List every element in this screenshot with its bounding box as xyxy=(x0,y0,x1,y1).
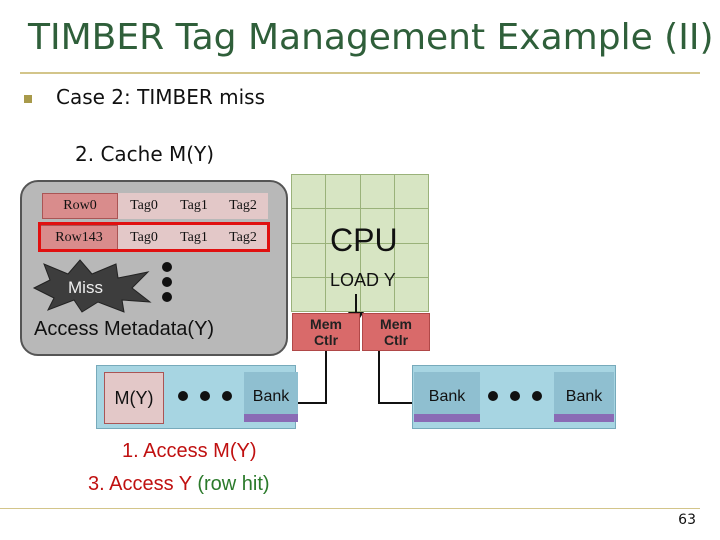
ellipsis-dot xyxy=(532,391,542,401)
selected-row-highlight xyxy=(38,222,270,252)
cache-row-label: Row0 xyxy=(42,193,118,219)
footer-rule xyxy=(0,508,700,509)
cache-tag: Tag0 xyxy=(118,193,170,219)
cache-tag: Tag1 xyxy=(170,225,218,251)
cache-tag: Tag2 xyxy=(218,225,268,251)
title-divider xyxy=(20,72,700,74)
sequence-step-3: 3. Access Y (row hit) xyxy=(88,473,270,496)
cache-tag: Tag2 xyxy=(218,193,268,219)
page-number: 63 xyxy=(678,512,696,528)
mem-ctlr-line: Ctlr xyxy=(313,332,339,348)
bullet-square-icon xyxy=(24,95,32,103)
step3-text: 3. Access Y xyxy=(88,473,198,495)
sequence-step-1: 1. Access M(Y) xyxy=(122,440,257,462)
bank-block: Bank xyxy=(414,372,480,422)
mem-ctlr-line: Mem xyxy=(310,316,342,332)
bank-label: Bank xyxy=(565,388,603,405)
bank-label: Bank xyxy=(252,388,290,405)
bank-block: Bank xyxy=(554,372,614,422)
row-hit-note: (row hit) xyxy=(197,473,270,495)
bus-wire xyxy=(378,351,380,403)
bus-wire xyxy=(294,402,327,404)
load-instruction: LOAD Y xyxy=(330,270,396,290)
cache-tag: Tag0 xyxy=(118,225,170,251)
step-heading: 2. Cache M(Y) xyxy=(75,142,215,166)
ellipsis-dot xyxy=(162,277,172,287)
mem-ctlr-line: Mem xyxy=(380,316,412,332)
ellipsis-dot xyxy=(200,391,210,401)
mem-ctlr-line: Ctlr xyxy=(383,332,409,348)
cpu-label: CPU xyxy=(330,222,398,258)
metadata-block: M(Y) xyxy=(104,372,164,424)
bus-wire xyxy=(378,402,414,404)
ellipsis-dot xyxy=(162,262,172,272)
ellipsis-dot xyxy=(510,391,520,401)
slide-title: TIMBER Tag Management Example (II) xyxy=(28,17,714,58)
ellipsis-dot xyxy=(222,391,232,401)
cache-tag: Tag1 xyxy=(170,193,218,219)
miss-label: Miss xyxy=(68,278,103,297)
miss-burst-icon xyxy=(32,259,152,313)
bank-block: Bank xyxy=(244,372,298,422)
cpu-block xyxy=(291,174,429,312)
ellipsis-dot xyxy=(488,391,498,401)
mem-ctlr-left: Mem Ctlr xyxy=(292,313,360,351)
load-arrow-shaft xyxy=(355,294,357,316)
ellipsis-dot xyxy=(178,391,188,401)
mem-ctlr-right: Mem Ctlr xyxy=(362,313,430,351)
access-metadata-label: Access Metadata(Y) xyxy=(34,318,215,340)
ellipsis-dot xyxy=(162,292,172,302)
bank-label: Bank xyxy=(428,388,466,405)
bullet-text: Case 2: TIMBER miss xyxy=(56,85,265,109)
bus-wire xyxy=(325,351,327,403)
